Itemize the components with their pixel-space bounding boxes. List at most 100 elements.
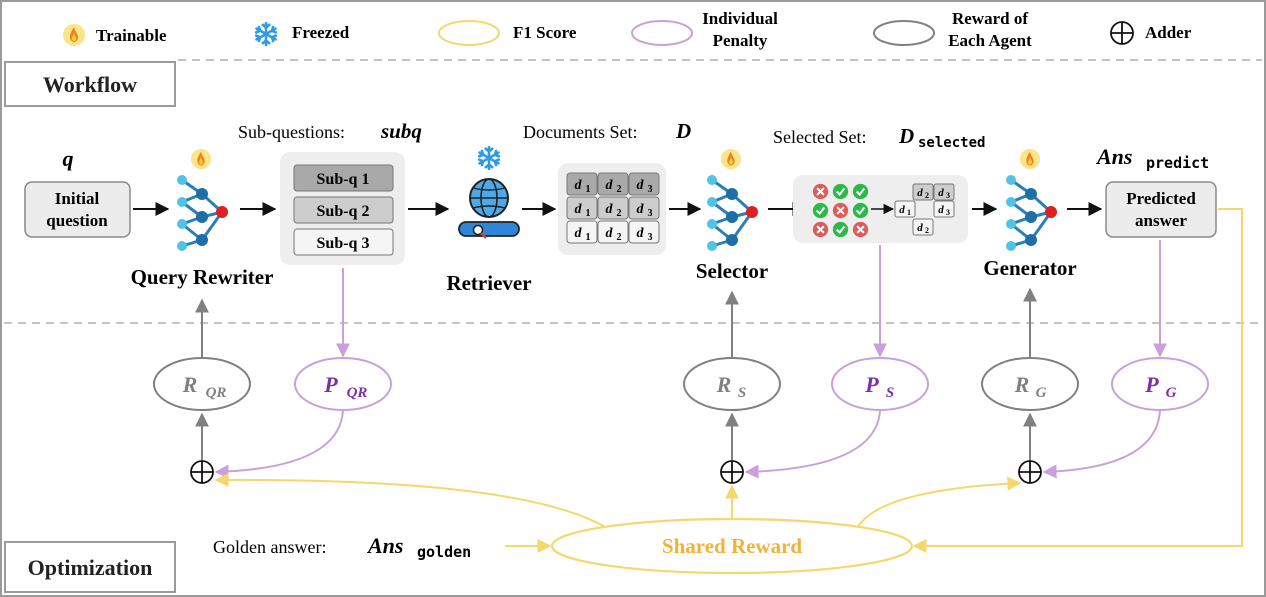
subq-item-label: Sub-q 2	[317, 203, 370, 220]
ans-predict-subscript: predict	[1146, 154, 1209, 172]
cross-icon	[812, 221, 829, 238]
docs-symbol: D	[675, 119, 691, 143]
subq-item	[293, 228, 394, 256]
doc-label: d	[899, 204, 905, 216]
doc-label: d	[606, 226, 614, 241]
cross-icon	[832, 202, 849, 219]
reward-g-ellipse	[981, 357, 1079, 411]
f1-ellipse-icon	[438, 20, 500, 46]
reward-qr-ellipse	[153, 357, 251, 411]
golden-symbol: Ans	[366, 533, 403, 558]
legend-freezed: Freezed	[292, 23, 350, 42]
predicted-answer-line2: answer	[1135, 211, 1187, 230]
subq-item	[293, 196, 394, 224]
reward-ellipse-icon	[873, 20, 935, 46]
golden-subscript: golden	[417, 543, 471, 561]
doc-label: d	[637, 202, 645, 217]
flame-icon	[63, 24, 85, 46]
doc-subscript: 1	[586, 184, 591, 195]
agent-query-rewriter: Query Rewriter	[131, 265, 274, 289]
adder-g	[1018, 460, 1042, 484]
check-icon	[852, 183, 869, 200]
arrow-shared-to-adder-qr	[214, 472, 606, 528]
reward-g-subscript: G	[1036, 385, 1047, 401]
check-icon	[832, 183, 849, 200]
doc-subscript: 3	[648, 208, 653, 219]
arrow-shared-to-adder-g	[857, 476, 1022, 528]
doc-subscript: 3	[946, 191, 950, 200]
adder-s	[720, 460, 744, 484]
q-symbol: q	[63, 146, 74, 171]
arrow-pqr-to-adder	[214, 409, 344, 479]
selection-marks-grid	[812, 183, 869, 238]
selected-symbol: D	[898, 124, 914, 148]
reward-g-base: R	[1014, 372, 1030, 397]
golden-caption: Golden answer:	[213, 537, 326, 557]
selected-caption: Selected Set:	[773, 127, 866, 147]
legend-penalty-line1: Individual	[702, 9, 778, 28]
doc-label: d	[917, 187, 923, 199]
reward-s-subscript: S	[738, 385, 746, 401]
penalty-qr-base: P	[323, 372, 338, 397]
penalty-ellipse-icon	[631, 20, 693, 46]
subq-symbol: subq	[380, 119, 422, 143]
reward-s-base: R	[716, 372, 732, 397]
agent-retriever: Retriever	[446, 271, 531, 295]
legend-reward-line2: Each Agent	[948, 31, 1032, 50]
legend-adder: Adder	[1145, 23, 1192, 42]
adder-qr	[190, 460, 214, 484]
cross-icon	[812, 183, 829, 200]
selected-subscript: selected	[918, 135, 985, 151]
doc-label: d	[606, 178, 614, 193]
doc-label: d	[606, 202, 614, 217]
penalty-qr-subscript: QR	[347, 385, 368, 401]
section-workflow: Workflow	[43, 72, 137, 97]
section-optimization: Optimization	[28, 555, 153, 580]
doc-subscript: 3	[946, 208, 950, 217]
legend-penalty-line2: Penalty	[713, 31, 768, 50]
doc-subscript: 2	[617, 208, 622, 219]
predicted-answer-line1: Predicted	[1126, 189, 1196, 208]
doc-label: d	[938, 187, 944, 199]
initial-question-line1: Initial	[55, 189, 100, 208]
doc-label: d	[938, 204, 944, 216]
selector-flame-icon	[720, 148, 742, 170]
arrow-pg-to-adder	[1042, 409, 1161, 479]
doc-label: d	[917, 222, 923, 234]
doc-subscript: 1	[907, 208, 911, 217]
doc-label: d	[637, 178, 645, 193]
penalty-g-ellipse	[1111, 357, 1209, 411]
doc-label: d	[575, 178, 583, 193]
doc-subscript: 2	[925, 226, 929, 235]
doc-subscript: 3	[648, 232, 653, 243]
doc-label: d	[637, 226, 645, 241]
doc-label: d	[575, 202, 583, 217]
subq-item-label: Sub-q 3	[317, 235, 370, 252]
doc-subscript: 2	[617, 232, 622, 243]
subq-item	[293, 164, 394, 192]
ans-predict-symbol: Ans	[1095, 144, 1132, 169]
penalty-s-subscript: S	[886, 385, 894, 401]
doc-subscript: 3	[648, 184, 653, 195]
doc-subscript: 1	[586, 208, 591, 219]
docs-caption: Documents Set:	[523, 122, 638, 142]
penalty-s-base: P	[864, 372, 879, 397]
check-icon	[852, 202, 869, 219]
subq-caption: Sub-questions:	[238, 122, 345, 142]
doc-subscript: 1	[586, 232, 591, 243]
arrow-answer-to-shared-reward	[912, 208, 1243, 553]
